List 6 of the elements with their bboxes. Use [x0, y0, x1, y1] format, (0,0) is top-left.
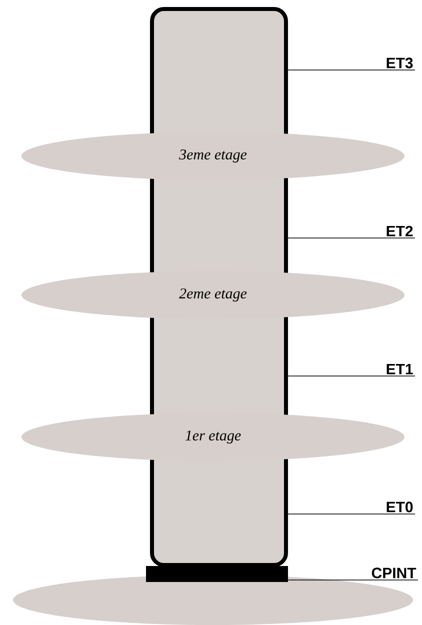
- level-label: ET2: [386, 226, 413, 236]
- level-label: CPINT: [372, 568, 416, 578]
- base-bar: [146, 566, 288, 582]
- level-label: ET3: [386, 58, 413, 68]
- level-label: ET1: [386, 364, 413, 374]
- level-label: ET0: [386, 502, 413, 512]
